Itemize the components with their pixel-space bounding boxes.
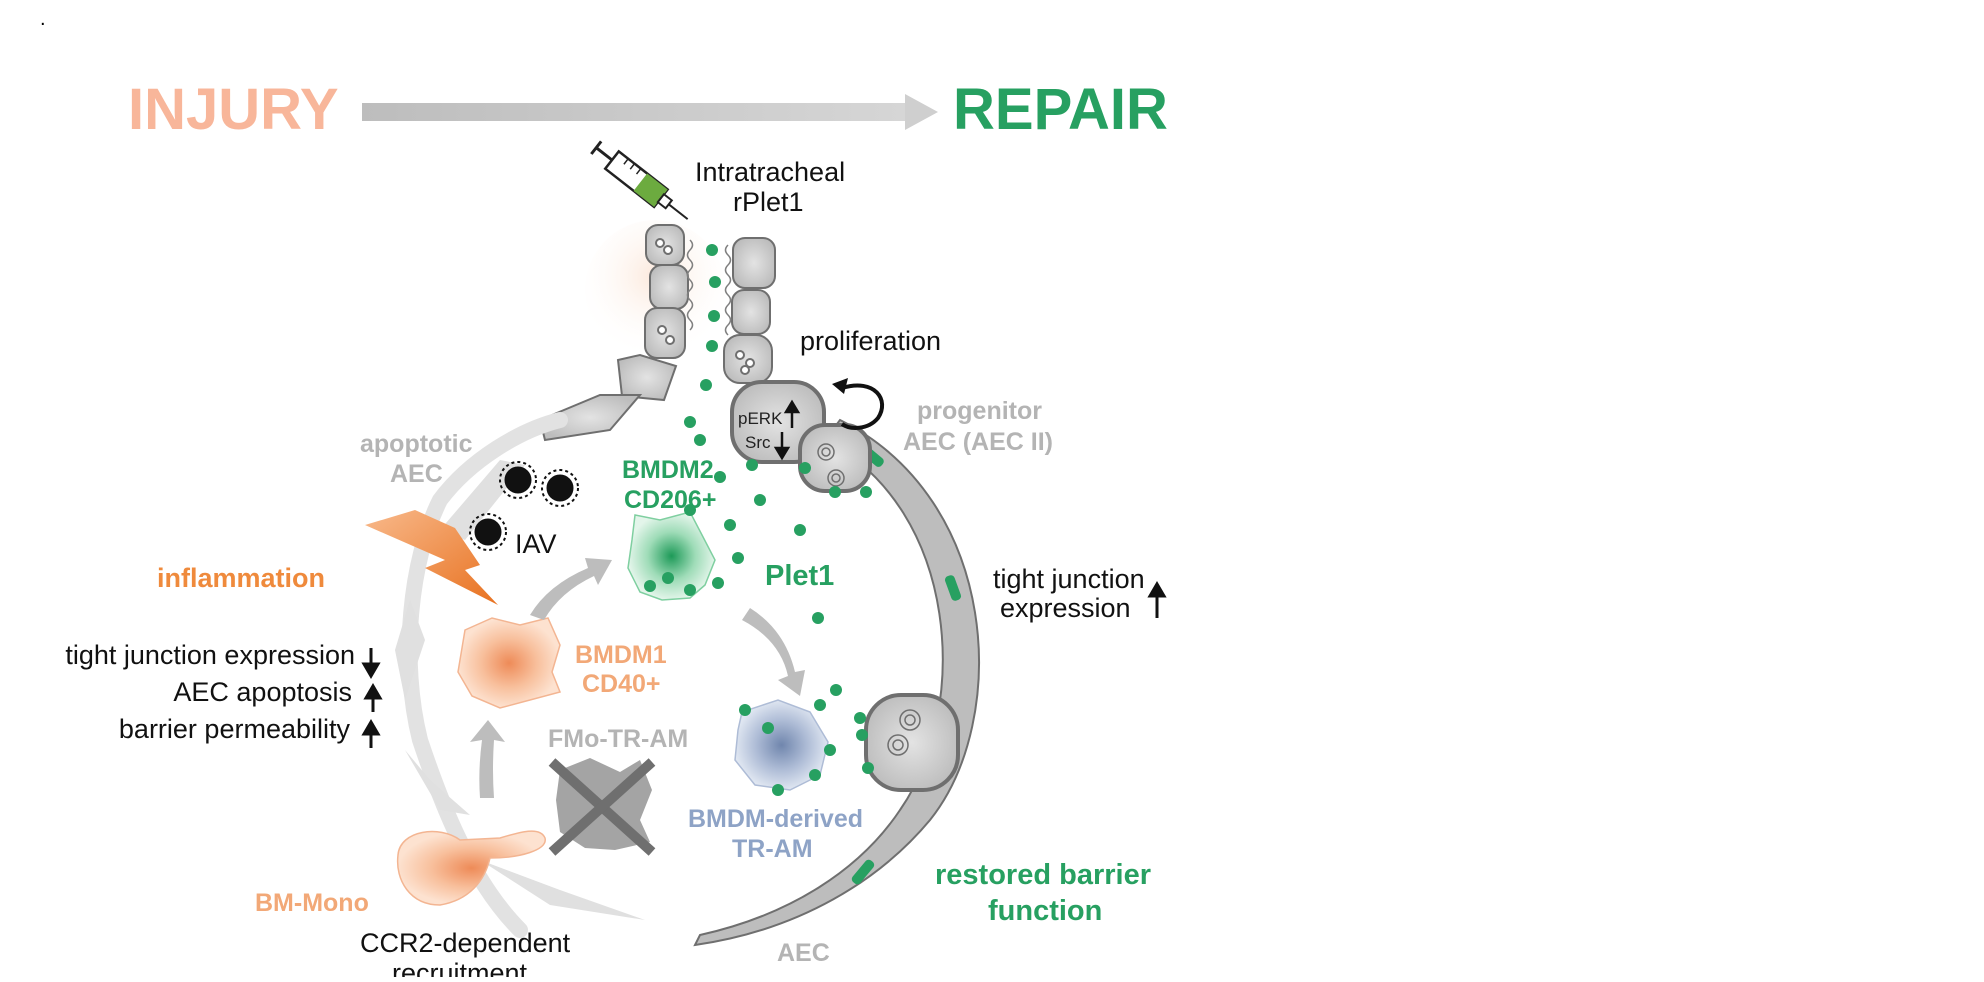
plet1-dot <box>829 486 841 498</box>
plet1-dot <box>862 762 874 774</box>
tj-expression-down-label: tight junction expression <box>65 640 355 670</box>
src-down-arrow <box>773 432 791 461</box>
plet1-dot <box>684 416 696 428</box>
plet1-dot <box>708 310 720 322</box>
tram-label: TR-AM <box>732 835 813 863</box>
plet1-dot <box>794 524 806 536</box>
plet1-dot <box>706 244 718 256</box>
progenitor-aec-ii-label: AEC (AEC II) <box>903 428 1053 456</box>
apoptotic-label: apoptotic <box>360 430 473 458</box>
plet1-dot <box>644 580 656 592</box>
plet1-label: Plet1 <box>765 560 834 592</box>
proliferation-cycle-icon <box>832 378 885 430</box>
ccr2-label: CCR2-dependent <box>360 928 571 958</box>
cilia-right <box>724 244 732 336</box>
cilia-left <box>686 239 694 331</box>
plet1-dot <box>772 784 784 796</box>
plet1-dot <box>732 552 744 564</box>
bm-mono-label: BM-Mono <box>255 889 369 917</box>
corner-dot: . <box>40 8 46 30</box>
cd206-label: CD206+ <box>624 486 716 514</box>
plet1-dot <box>854 712 866 724</box>
bmdm2-label: BMDM2 <box>622 456 714 484</box>
plet1-dot <box>754 494 766 506</box>
airway-epithelium-right <box>723 237 776 384</box>
perk-up-arrow <box>783 399 801 428</box>
proliferation-label: proliferation <box>800 326 941 356</box>
progenitor-aec-cells <box>730 380 960 792</box>
lightning-bolt-icon <box>365 510 498 605</box>
plet1-dot <box>799 462 811 474</box>
aec-apoptosis-label: AEC apoptosis <box>173 677 352 707</box>
barrier-permeability-label: barrier permeability <box>119 714 351 744</box>
injury-effect-arrows <box>361 648 383 748</box>
src-label: Src <box>745 433 771 452</box>
plet1-dot <box>860 486 872 498</box>
repair-title: REPAIR <box>953 77 1168 142</box>
bmdm-derived-label: BMDM-derived <box>688 805 863 833</box>
apoptotic-aec-label: AEC <box>390 460 443 488</box>
progenitor-label: progenitor <box>917 397 1042 425</box>
plet1-dot <box>812 612 824 624</box>
tj-expression-up-arrow <box>1147 581 1167 618</box>
bmdm1-cell <box>457 617 562 709</box>
recruitment-label: recruitment <box>392 958 528 977</box>
plet1-dot <box>746 459 758 471</box>
plet1-dot <box>714 471 726 483</box>
plet1-dot <box>712 577 724 589</box>
plet1-dot <box>694 434 706 446</box>
bmdm-derived-tram-cell <box>734 699 829 791</box>
tj-expression-up-label-2: expression <box>1000 593 1131 623</box>
depleted-cross-icon <box>548 758 656 856</box>
fmo-tram-label: FMo-TR-AM <box>548 725 688 753</box>
plet1-dot <box>856 729 868 741</box>
plet1-dot <box>824 744 836 756</box>
plet1-dot <box>809 769 821 781</box>
lamellar-body-icons <box>817 443 921 756</box>
plet1-dot <box>724 519 736 531</box>
iav-label: IAV <box>515 529 557 559</box>
inflammation-label: inflammation <box>157 563 325 593</box>
injury-to-repair-arrow <box>362 94 938 130</box>
function-label: function <box>988 895 1102 927</box>
plet1-dot <box>684 504 696 516</box>
airway-epithelium-left <box>538 224 689 442</box>
cd40-label: CD40+ <box>582 670 661 698</box>
plet1-dots <box>644 244 874 796</box>
aec-label: AEC <box>777 939 830 967</box>
bmdm1-label: BMDM1 <box>575 641 667 669</box>
apoptotic-aec-fragments <box>395 460 645 920</box>
intratracheal-label: Intratracheal <box>695 157 845 187</box>
bmdm2-cell <box>627 511 716 601</box>
plet1-dot <box>709 276 721 288</box>
iav-virus-icon <box>469 461 579 551</box>
rplet1-label: rPlet1 <box>733 187 804 217</box>
plet1-dot <box>700 379 712 391</box>
injury-title: INJURY <box>128 77 339 142</box>
plet1-dot <box>684 584 696 596</box>
plet1-dot <box>739 704 751 716</box>
restored-barrier-label: restored barrier <box>935 859 1151 891</box>
tj-expression-up-label: tight junction <box>993 564 1145 594</box>
plet1-dot <box>830 684 842 696</box>
differentiation-arrows <box>470 558 805 798</box>
bm-mono-cell <box>396 830 546 906</box>
plet1-dot <box>814 699 826 711</box>
perk-label: pERK <box>738 409 783 428</box>
plet1-dot <box>762 722 774 734</box>
plet1-dot <box>662 572 674 584</box>
plet1-dot <box>706 340 718 352</box>
syringe-icon <box>590 140 689 220</box>
alveolar-wall <box>693 418 980 947</box>
